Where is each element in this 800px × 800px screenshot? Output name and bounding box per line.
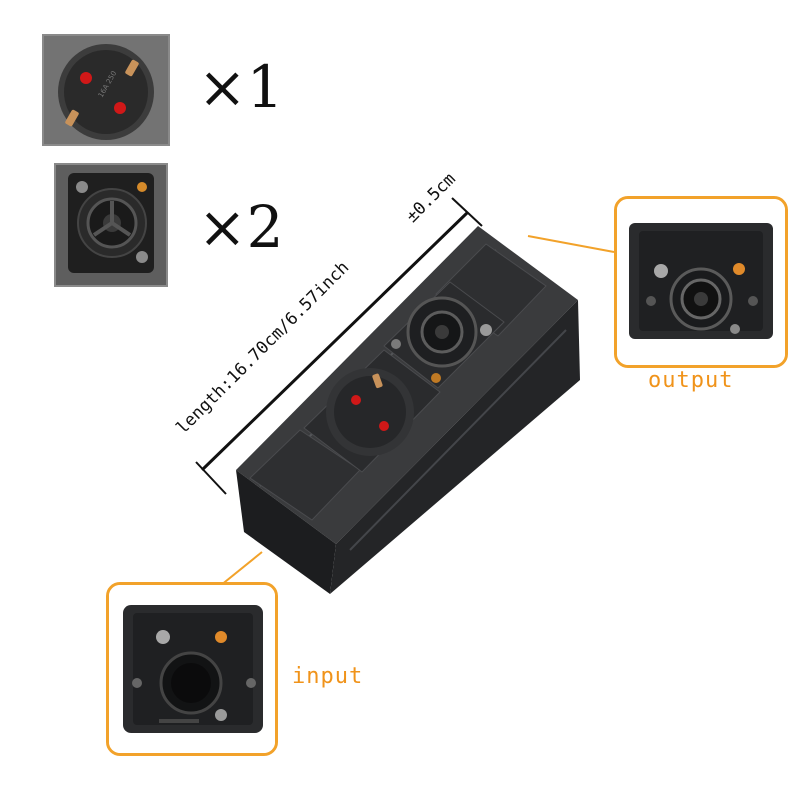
output-leader-line — [527, 235, 615, 253]
speakon-socket-thumbnail — [54, 163, 168, 287]
dimension-line — [200, 210, 470, 472]
schuko-socket-thumbnail: 16A 250 — [42, 34, 170, 146]
output-callout-box — [614, 196, 788, 368]
housing-side-face — [330, 300, 580, 594]
input-label: input — [292, 664, 364, 689]
housing-end-cap — [236, 470, 336, 594]
speakon-quantity-label: ×2 — [198, 193, 284, 261]
output-label: output — [648, 368, 734, 393]
input-callout-box — [106, 582, 278, 756]
output-speakon-closeup — [617, 199, 785, 365]
schuko-quantity-label: ×1 — [198, 53, 284, 121]
input-connector-closeup — [109, 585, 275, 753]
